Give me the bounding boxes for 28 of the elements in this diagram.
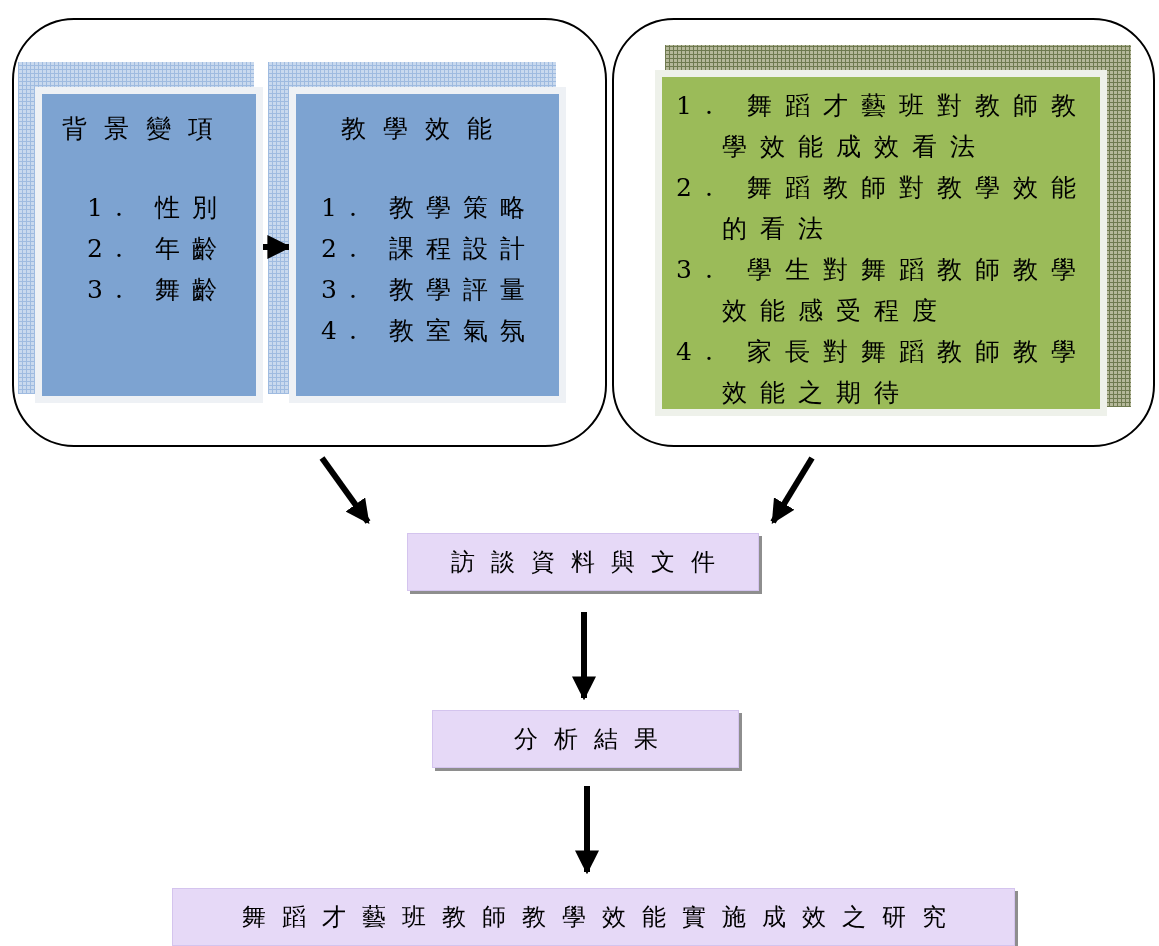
list-item: 1. 舞蹈才藝班對教師教學效能成效看法 [676, 90, 1090, 163]
box-label: 分析結果 [512, 724, 675, 755]
rounded-panel [12, 18, 607, 447]
heading-text: 教學效能 [341, 113, 509, 145]
heading-text: 背景變項 [62, 113, 230, 145]
box-label: 訪談資料與文件 [450, 547, 732, 578]
process-box [407, 533, 759, 591]
arrow [572, 612, 596, 701]
process-box [172, 888, 1015, 946]
list-item: 2. 年齡 [87, 233, 229, 265]
list-item: 2. 課程設計 [321, 233, 537, 265]
list-box [35, 87, 263, 403]
list-item: 2. 舞蹈教師對教學效能的看法 [676, 172, 1090, 245]
list-item: 3. 舞齡 [87, 274, 229, 306]
arrow [770, 456, 815, 525]
list-item: 3. 教學評量 [321, 274, 537, 306]
arrow [319, 456, 371, 524]
list-box [289, 87, 566, 403]
arrow [575, 786, 599, 875]
list-item: 1. 性別 [87, 192, 229, 224]
list-item: 4. 教室氣氛 [321, 315, 537, 347]
list-item: 1. 教學策略 [321, 192, 537, 224]
rounded-panel [612, 18, 1155, 447]
box-label: 舞蹈才藝班教師教學效能實施成效之研究 [240, 902, 963, 933]
process-box [432, 710, 739, 768]
list-item: 4. 家長對舞蹈教師教學效能之期待 [676, 336, 1090, 409]
list-item: 3. 學生對舞蹈教師教學效能感受程度 [676, 254, 1090, 327]
list-box [655, 70, 1107, 416]
